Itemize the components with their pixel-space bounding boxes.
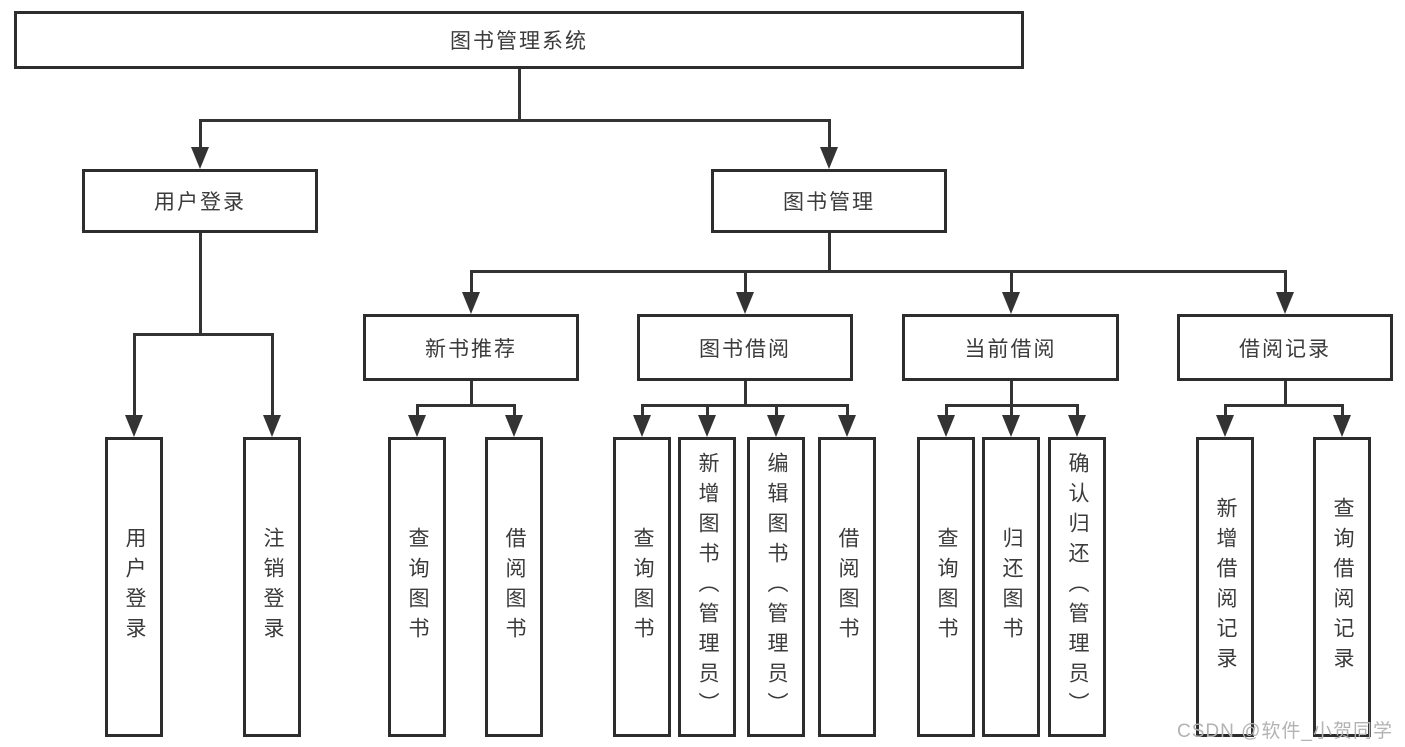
node-book-management: 图书管理 xyxy=(711,169,947,233)
arrowhead-down xyxy=(1002,292,1020,314)
connector-vline xyxy=(133,333,136,416)
connector-vline xyxy=(1076,404,1079,417)
connector-hline xyxy=(199,119,831,122)
leaf-add-books-admin: 新增图书（管理员） xyxy=(678,437,736,737)
arrowhead-down xyxy=(820,147,838,169)
leaf-query-books-recommend: 查询图书 xyxy=(388,437,446,737)
leaf-add-borrow-record: 新增借阅记录 xyxy=(1196,437,1254,737)
connector-vline xyxy=(470,270,473,294)
connector-vline xyxy=(1284,381,1287,407)
watermark: CSDN @软件_小贺同学 xyxy=(1177,721,1393,742)
node-library-system: 图书管理系统 xyxy=(14,11,1024,69)
arrowhead-down xyxy=(1002,415,1020,437)
leaf-query-borrow-record: 查询借阅记录 xyxy=(1313,437,1371,737)
connector-vline xyxy=(271,333,274,416)
leaf-edit-books-admin: 编辑图书（管理员） xyxy=(747,437,805,737)
leaf-logout: 注销登录 xyxy=(243,437,301,737)
connector-vline xyxy=(828,233,831,273)
node-user-login: 用户登录 xyxy=(82,169,318,233)
arrowhead-down xyxy=(1216,415,1234,437)
connector-vline xyxy=(518,69,521,122)
connector-hline xyxy=(416,404,516,407)
arrowhead-down xyxy=(125,415,143,437)
leaf-borrow-books-recommend: 借阅图书 xyxy=(485,437,543,737)
connector-vline xyxy=(641,404,644,417)
connector-vline xyxy=(1010,270,1013,294)
leaf-query-books-borrow: 查询图书 xyxy=(613,437,671,737)
connector-vline xyxy=(744,381,747,407)
arrowhead-down xyxy=(1068,415,1086,437)
connector-hline xyxy=(470,270,1287,273)
leaf-return-books: 归还图书 xyxy=(982,437,1040,737)
node-new-book-recommendation: 新书推荐 xyxy=(363,314,579,381)
arrowhead-down xyxy=(191,147,209,169)
connector-vline xyxy=(1010,381,1013,407)
arrowhead-down xyxy=(1333,415,1351,437)
node-book-borrowing: 图书借阅 xyxy=(637,314,853,381)
connector-vline xyxy=(416,404,419,417)
arrowhead-down xyxy=(767,415,785,437)
connector-vline xyxy=(1341,404,1344,417)
arrowhead-down xyxy=(1276,292,1294,314)
connector-vline xyxy=(199,119,202,151)
connector-vline xyxy=(775,404,778,417)
arrowhead-down xyxy=(838,415,856,437)
leaf-query-books-current: 查询图书 xyxy=(917,437,975,737)
arrowhead-down xyxy=(462,292,480,314)
connector-vline xyxy=(1224,404,1227,417)
arrowhead-down xyxy=(633,415,651,437)
arrowhead-down xyxy=(505,415,523,437)
connector-hline xyxy=(1224,404,1344,407)
node-current-borrowing: 当前借阅 xyxy=(902,314,1119,381)
leaf-user-login: 用户登录 xyxy=(105,437,163,737)
arrowhead-down xyxy=(698,415,716,437)
connector-vline xyxy=(199,233,202,336)
connector-vline xyxy=(706,404,709,417)
connector-vline xyxy=(828,119,831,151)
connector-vline xyxy=(470,381,473,407)
connector-vline xyxy=(945,404,948,417)
connector-hline xyxy=(133,333,274,336)
leaf-confirm-return-admin: 确认归还（管理员） xyxy=(1048,437,1106,737)
arrowhead-down xyxy=(408,415,426,437)
arrowhead-down xyxy=(937,415,955,437)
arrowhead-down xyxy=(263,415,281,437)
connector-vline xyxy=(513,404,516,417)
connector-vline xyxy=(1010,404,1013,417)
connector-hline xyxy=(641,404,849,407)
node-borrowing-records: 借阅记录 xyxy=(1177,314,1393,381)
arrowhead-down xyxy=(736,292,754,314)
connector-vline xyxy=(846,404,849,417)
leaf-borrow-books-borrow: 借阅图书 xyxy=(818,437,876,737)
connector-vline xyxy=(1284,270,1287,294)
connector-vline xyxy=(744,270,747,294)
